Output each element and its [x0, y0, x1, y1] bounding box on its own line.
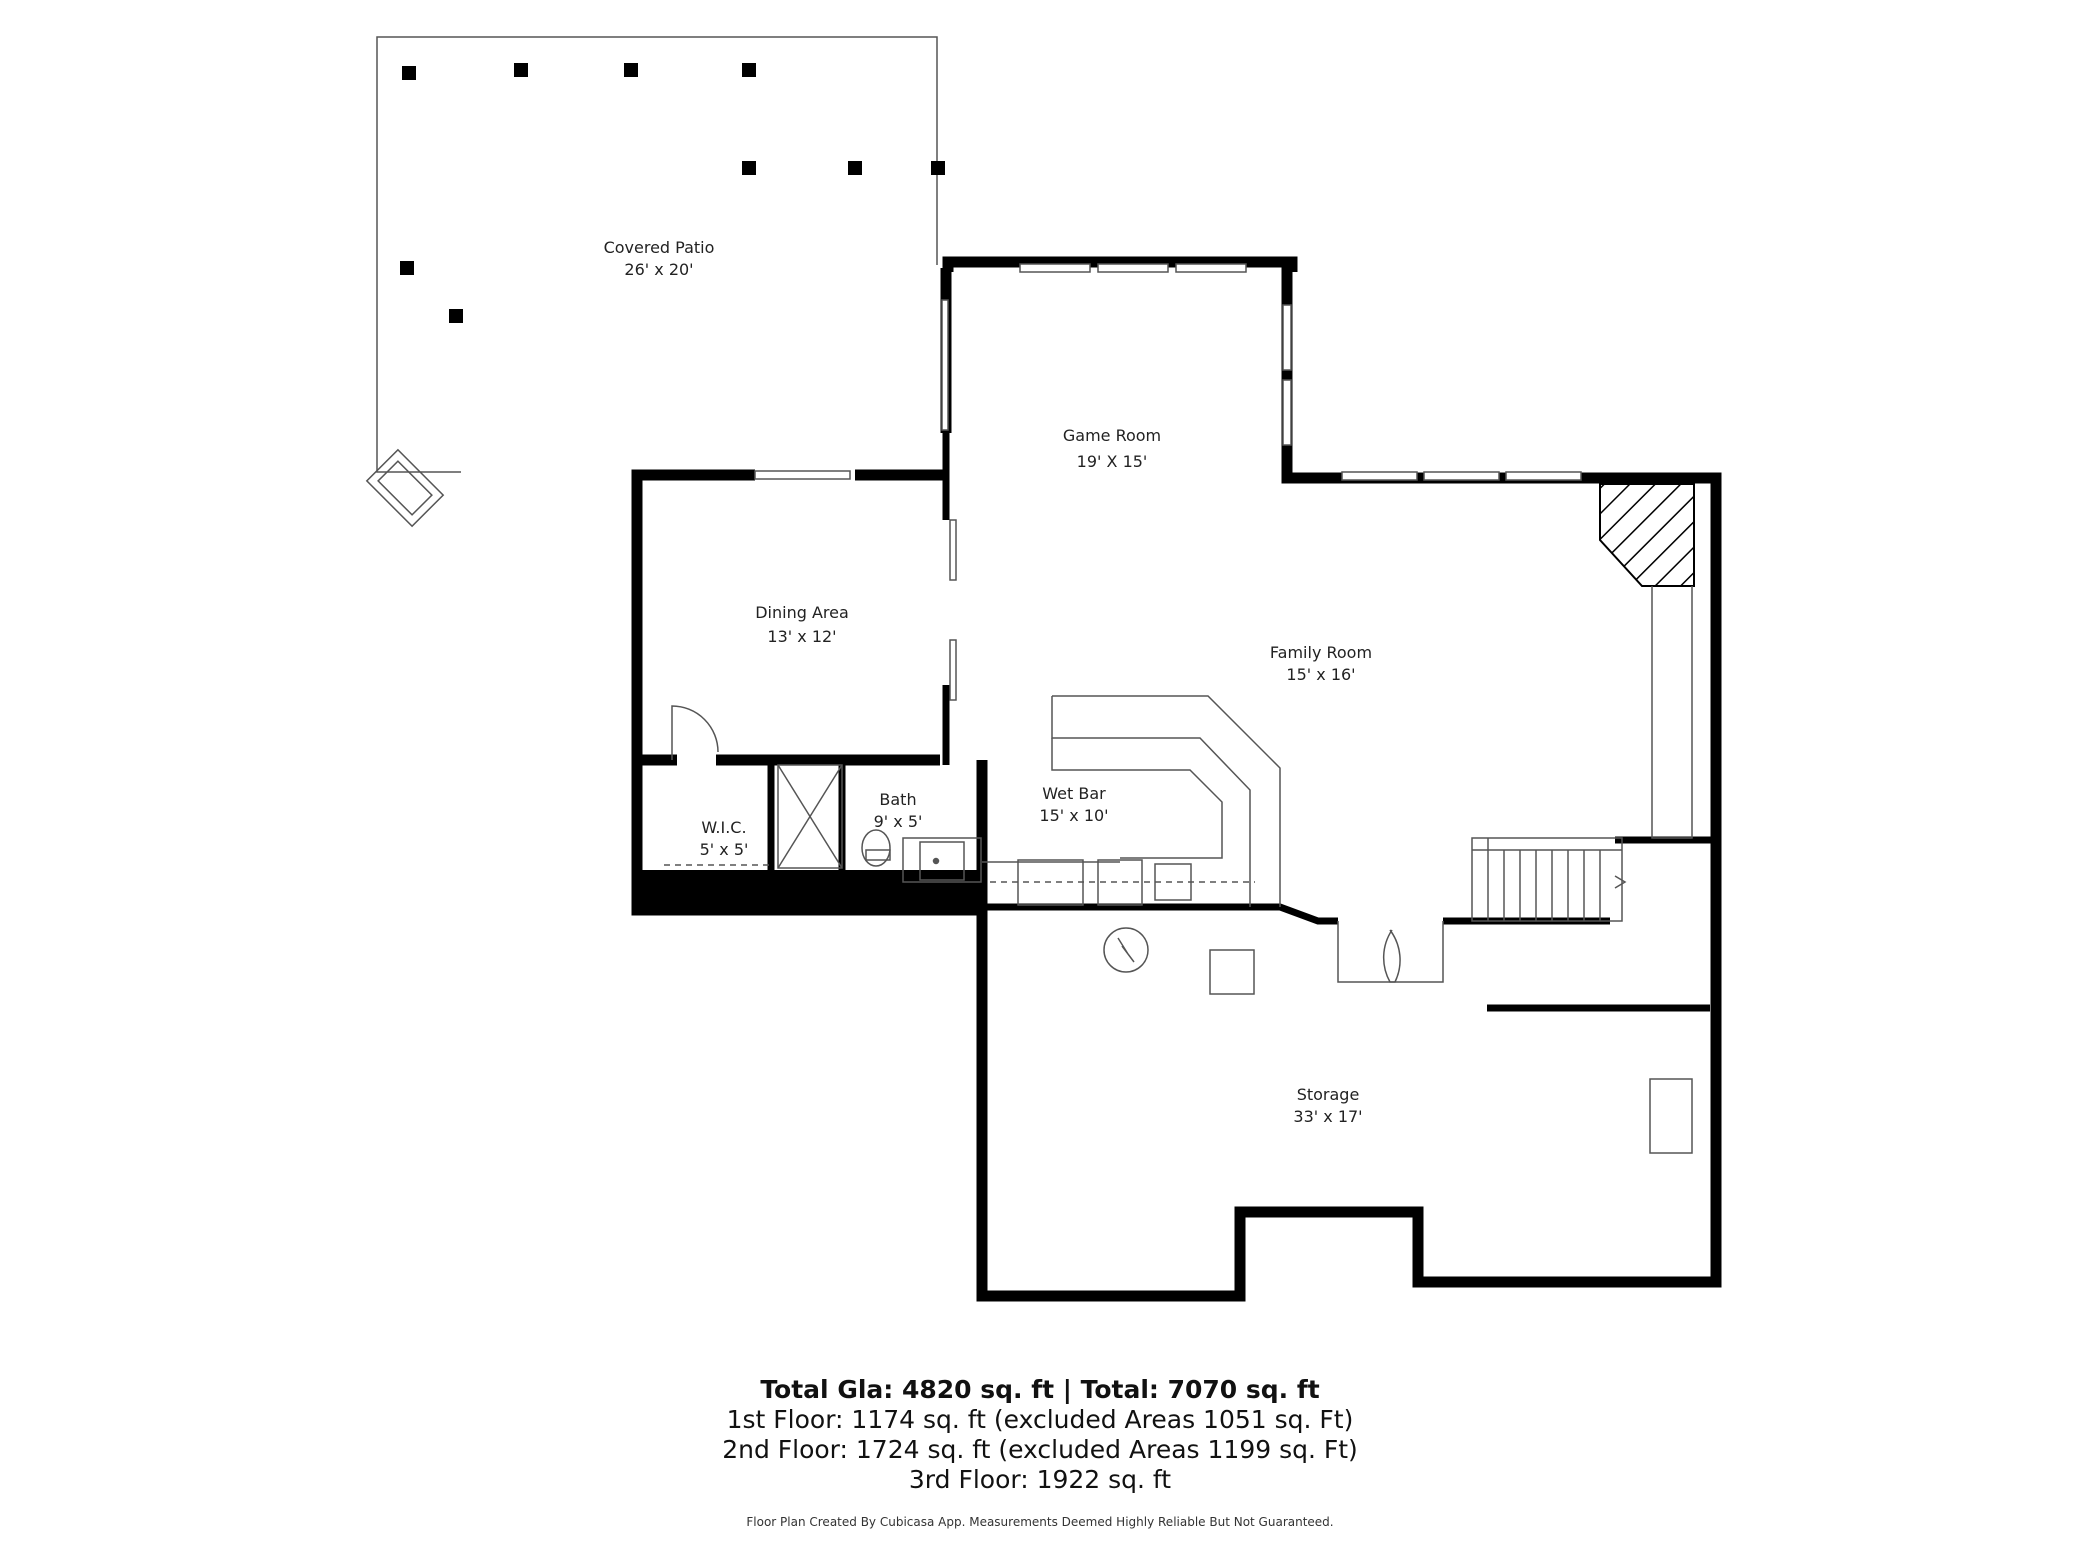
room-name-game-room: Game Room [1063, 426, 1161, 445]
room-name-family-room: Family Room [1270, 643, 1372, 662]
doors [671, 705, 1693, 1154]
patio-chair-icon [365, 448, 445, 528]
room-dims-covered-patio: 26' x 20' [624, 260, 693, 279]
toilet-icon [861, 829, 891, 867]
water-heater-icon [1103, 927, 1149, 973]
room-dims-game-room: 19' X 15' [1077, 452, 1148, 471]
interior-walls [767, 433, 1716, 1012]
room-dims-dining-area: 13' x 12' [767, 627, 836, 646]
shower-icon [777, 764, 843, 869]
sink-icon [919, 841, 965, 881]
room-labels: Covered Patio 26' x 20' Game Room 19' X … [604, 238, 1372, 1126]
first-floor-area: 1st Floor: 1174 sq. ft (excluded Areas 1… [726, 1405, 1354, 1434]
credit-note: Floor Plan Created By Cubicasa App. Meas… [746, 1515, 1334, 1529]
windows [754, 263, 1582, 701]
room-name-covered-patio: Covered Patio [604, 238, 715, 257]
room-dims-wic: 5' x 5' [700, 840, 749, 859]
total-area-line: Total Gla: 4820 sq. ft | Total: 7070 sq.… [760, 1375, 1320, 1404]
exterior-walls [631, 256, 1722, 1302]
room-dims-wet-bar: 15' x 10' [1039, 806, 1108, 825]
room-name-storage: Storage [1297, 1085, 1360, 1104]
built-in-shelf [1651, 586, 1693, 839]
covered-patio-area [365, 36, 945, 528]
storage-cabinet [1649, 1078, 1693, 1154]
room-dims-bath: 9' x 5' [874, 812, 923, 831]
room-name-wic: W.I.C. [701, 818, 746, 837]
stairs [1471, 837, 1627, 922]
room-name-wet-bar: Wet Bar [1042, 784, 1106, 803]
bath-fixtures [664, 764, 982, 883]
room-name-bath: Bath [879, 790, 916, 809]
third-floor-area: 3rd Floor: 1922 sq. ft [908, 1465, 1172, 1494]
second-floor-area: 2nd Floor: 1724 sq. ft (excluded Areas 1… [722, 1435, 1358, 1464]
wet-bar-counter [982, 695, 1281, 907]
wall-block [637, 870, 982, 910]
fireplace-icon [1599, 483, 1695, 587]
room-dims-family-room: 15' x 16' [1286, 665, 1355, 684]
room-name-dining-area: Dining Area [755, 603, 849, 622]
room-dims-storage: 33' x 17' [1293, 1107, 1362, 1126]
